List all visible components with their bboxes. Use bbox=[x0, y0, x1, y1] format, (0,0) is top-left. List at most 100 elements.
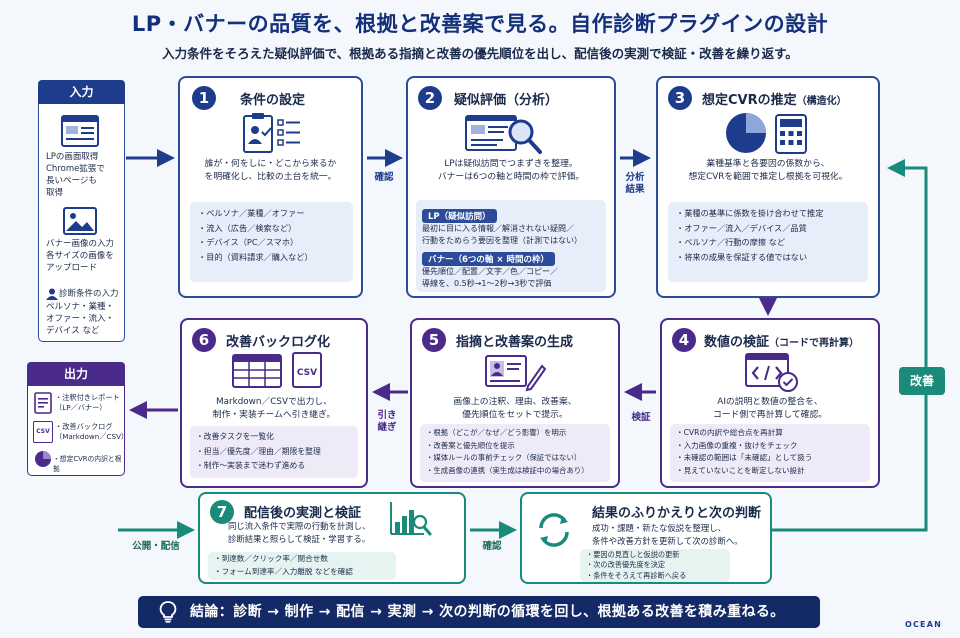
magnifier-document-icon bbox=[465, 115, 542, 154]
step2-desc-1: LPは疑似訪問でつまずきを整理。 bbox=[444, 159, 578, 169]
step3-desc-2: 想定CVRを範囲で推定し根拠を可視化。 bbox=[688, 172, 848, 182]
output-panel: 出力 ・注釈付きレポート （LP／バナー） CSV ・改善バックログ （Mark… bbox=[27, 362, 129, 476]
step4-title-sub: （コードで再計算） bbox=[769, 338, 860, 349]
csv-icon: CSV bbox=[292, 352, 322, 388]
review-desc-2: 条件や改善方針を更新して次の診断へ。 bbox=[592, 535, 743, 546]
step7-desc-1: 同じ流入条件で実際の行動を計測し、 bbox=[228, 521, 371, 531]
profile-edit-icon bbox=[485, 355, 546, 392]
step1-number: 1 bbox=[192, 86, 216, 110]
step4-item: 未確認の範囲は「未確認」として扱う bbox=[676, 452, 864, 465]
step3-item: オファー／流入／デバイス／品質 bbox=[676, 221, 860, 236]
step5-item: 改善案と優先順位を提示 bbox=[426, 440, 604, 453]
step5-number: 5 bbox=[422, 328, 446, 352]
step6-number: 6 bbox=[192, 328, 216, 352]
label-release: 公開・配信 bbox=[132, 541, 180, 552]
step1-title: 条件の設定 bbox=[240, 93, 306, 108]
step5-item: 媒体ルールの事前チェック（保証ではない） bbox=[426, 452, 604, 465]
page-subtitle: 入力条件をそろえた疑似評価で、根拠ある指摘と改善の優先順位を出し、配信後の実測で… bbox=[162, 46, 798, 61]
pie-icon bbox=[35, 451, 51, 467]
output-report-2: （LP／バナー） bbox=[55, 403, 107, 412]
step5-card: 5 指摘と改善案の生成 画像上の注釈、理由、改善案、 優先順位をセットで提示。 … bbox=[410, 318, 620, 488]
step7-card: 7 配信後の実測と検証 同じ流入条件で実際の行動を計測し、 診断結果と照らして検… bbox=[198, 492, 466, 584]
review-item: 条件をそろえて再診断へ戻る bbox=[586, 571, 724, 581]
conclusion-text: 結論：診断 → 制作 → 配信 → 実測 → 次の判断の循環を回し、根拠ある改善… bbox=[190, 604, 785, 620]
step2-banner-tag: バナー（6つの軸 × 時間の枠） bbox=[422, 252, 555, 266]
review-card: 結果のふりかえりと次の判断 成功・課題・新たな仮説を整理し、 条件や改善方針を更… bbox=[520, 492, 772, 584]
output-cvr: ・想定CVRの内訳と根拠 bbox=[53, 455, 122, 473]
step4-list: CVRの内訳や総合点を再計算 入力画像の重複・抜けをチェック 未確認の範囲は「未… bbox=[670, 424, 870, 482]
label-confirm-2: 確認 bbox=[482, 541, 502, 552]
image-icon bbox=[63, 207, 97, 235]
table-icon bbox=[232, 354, 282, 388]
label-verify: 検証 bbox=[631, 412, 651, 423]
step7-number: 7 bbox=[210, 500, 234, 524]
label-handover-1: 引き bbox=[377, 410, 397, 421]
step7-title: 配信後の実測と検証 bbox=[244, 506, 362, 521]
step3-title-sub: （構造化） bbox=[796, 96, 847, 107]
input-panel-head: 入力 bbox=[38, 80, 125, 104]
lp-capture-desc-3: 取得 bbox=[46, 188, 64, 198]
lightbulb-icon bbox=[159, 601, 177, 623]
step1-item: デバイス（PC／スマホ） bbox=[198, 235, 345, 250]
step4-title: 数値の検証（コードで再計算） bbox=[704, 335, 860, 350]
code-check-icon bbox=[745, 353, 798, 392]
step1-card: 1 条件の設定 誰が・何をしに・どこから来るか を明確化し、比較の土台を統一。 … bbox=[178, 76, 363, 298]
step3-card: 3 想定CVRの推定（構造化） 業種基準と各要因の係数から、 想定CVRを範囲で… bbox=[656, 76, 880, 298]
step7-list: 到達数／クリック率／閲合せ数 フォーム到達率／入力離脱 などを確認 bbox=[208, 552, 396, 580]
step4-item: CVRの内訳や総合点を再計算 bbox=[676, 427, 864, 440]
review-list: 要因の見直しと仮説の更新 次の改善優先度を決定 条件をそろえて再診断へ戻る bbox=[580, 549, 730, 582]
input-panel: 入力 LPの画面取得 Chrome拡張で 長いページも 取得 バナー画像の入力 … bbox=[38, 80, 125, 342]
step6-desc-1: Markdown／CSVで出力し、 bbox=[216, 397, 332, 407]
label-analysis-1: 分析 bbox=[625, 172, 645, 183]
bar-chart-magnifier-icon bbox=[390, 502, 432, 536]
step2-lp-text-1: 最初に目に入る情報／解消されない疑問／ bbox=[422, 224, 574, 233]
step3-list: 業種の基準に係数を掛け合わせて推定 オファー／流入／デバイス／品質 ペルソナ／行… bbox=[668, 202, 868, 282]
review-title: 結果のふりかえりと次の判断 bbox=[592, 506, 762, 521]
step5-item: 根拠（どこが／なぜ／どう影響）を明示 bbox=[426, 427, 604, 440]
step5-list: 根拠（どこが／なぜ／どう影響）を明示 改善案と優先順位を提示 媒体ルールの事前チ… bbox=[420, 424, 610, 482]
step2-desc-2: バナーは6つの軸と時間の枠で評価。 bbox=[437, 172, 585, 182]
output-backlog-2: （Markdown／CSV） bbox=[55, 432, 129, 441]
step5-desc-1: 画像上の注釈、理由、改善案、 bbox=[453, 397, 577, 407]
step4-item: 見えていないことを断定しない設計 bbox=[676, 465, 864, 478]
step5-title: 指摘と改善案の生成 bbox=[456, 335, 574, 350]
label-analysis-2: 結果 bbox=[625, 184, 645, 195]
step1-item: 目的（資料請求／購入など） bbox=[198, 250, 345, 265]
step7-item: 到達数／クリック率／閲合せ数 bbox=[214, 553, 390, 566]
step1-list: ペルソナ／業種／オファー 流入（広告／検索など） デバイス（PC／スマホ） 目的… bbox=[190, 202, 353, 282]
step5-desc-2: 優先順位をセットで提示。 bbox=[462, 410, 568, 420]
step2-title: 疑似評価（分析） bbox=[454, 93, 559, 108]
step7-item: フォーム到達率／入力離脱 などを確認 bbox=[214, 566, 390, 579]
lp-capture-desc-2: 長いページも bbox=[46, 176, 97, 186]
step3-desc-1: 業種基準と各要因の係数から、 bbox=[706, 159, 830, 169]
browser-icon bbox=[61, 115, 99, 147]
step6-desc-2: 制作・実装チームへ引き継ぎ。 bbox=[212, 410, 336, 420]
step2-card: 2 疑似評価（分析） LPは疑似訪問でつまずきを整理。 バナーは6つの軸と時間の… bbox=[406, 76, 616, 298]
step3-item: ペルソナ／行動の摩擦 など bbox=[676, 235, 860, 250]
label-confirm-1: 確認 bbox=[374, 172, 394, 183]
step3-title: 想定CVRの推定（構造化） bbox=[702, 93, 847, 108]
step5-item: 生成画像の連携（実生成は検証中の場合あり） bbox=[426, 465, 604, 478]
review-desc-1: 成功・課題・新たな仮説を整理し、 bbox=[592, 523, 726, 533]
output-backlog-1: ・改善バックログ bbox=[55, 422, 113, 431]
conditions-input-desc-1: ペルソナ・業種・ bbox=[46, 302, 115, 312]
improve-badge: 改善 bbox=[899, 367, 945, 395]
step2-banner-text-2: 導線を、0.5秒→1〜2秒→3秒で評価 bbox=[422, 279, 552, 288]
step1-desc-2: を明確化し、比較の土台を統一。 bbox=[204, 172, 337, 182]
lp-capture-desc-1: Chrome拡張で bbox=[46, 164, 105, 174]
step4-item: 入力画像の重複・抜けをチェック bbox=[676, 440, 864, 453]
step6-card: 6 改善バックログ化 CSV Markdown／CSVで出力し、 制作・実装チー… bbox=[180, 318, 368, 488]
step6-item: 改善タスクを一覧化 bbox=[196, 430, 352, 445]
lp-capture-title: LPの画面取得 bbox=[46, 152, 99, 162]
step6-list: 改善タスクを一覧化 担当／優先度／理由／期限を整理 制作〜実装まで迷わず進める bbox=[190, 426, 358, 478]
step6-item: 担当／優先度／理由／期限を整理 bbox=[196, 445, 352, 460]
step2-number: 2 bbox=[418, 86, 442, 110]
step1-item: ペルソナ／業種／オファー bbox=[198, 206, 345, 221]
label-handover-2: 継ぎ bbox=[377, 422, 397, 433]
conditions-input-desc-2: オファー・流入・ bbox=[46, 314, 115, 324]
conditions-input-desc-3: デバイス など bbox=[46, 326, 100, 336]
step6-item: 制作〜実装まで迷わず進める bbox=[196, 459, 352, 474]
step2-details: LP（疑似訪問） 最初に目に入る情報／解消されない疑問／ 行動をためらう要因を整… bbox=[416, 200, 606, 292]
step6-title: 改善バックログ化 bbox=[226, 335, 331, 350]
